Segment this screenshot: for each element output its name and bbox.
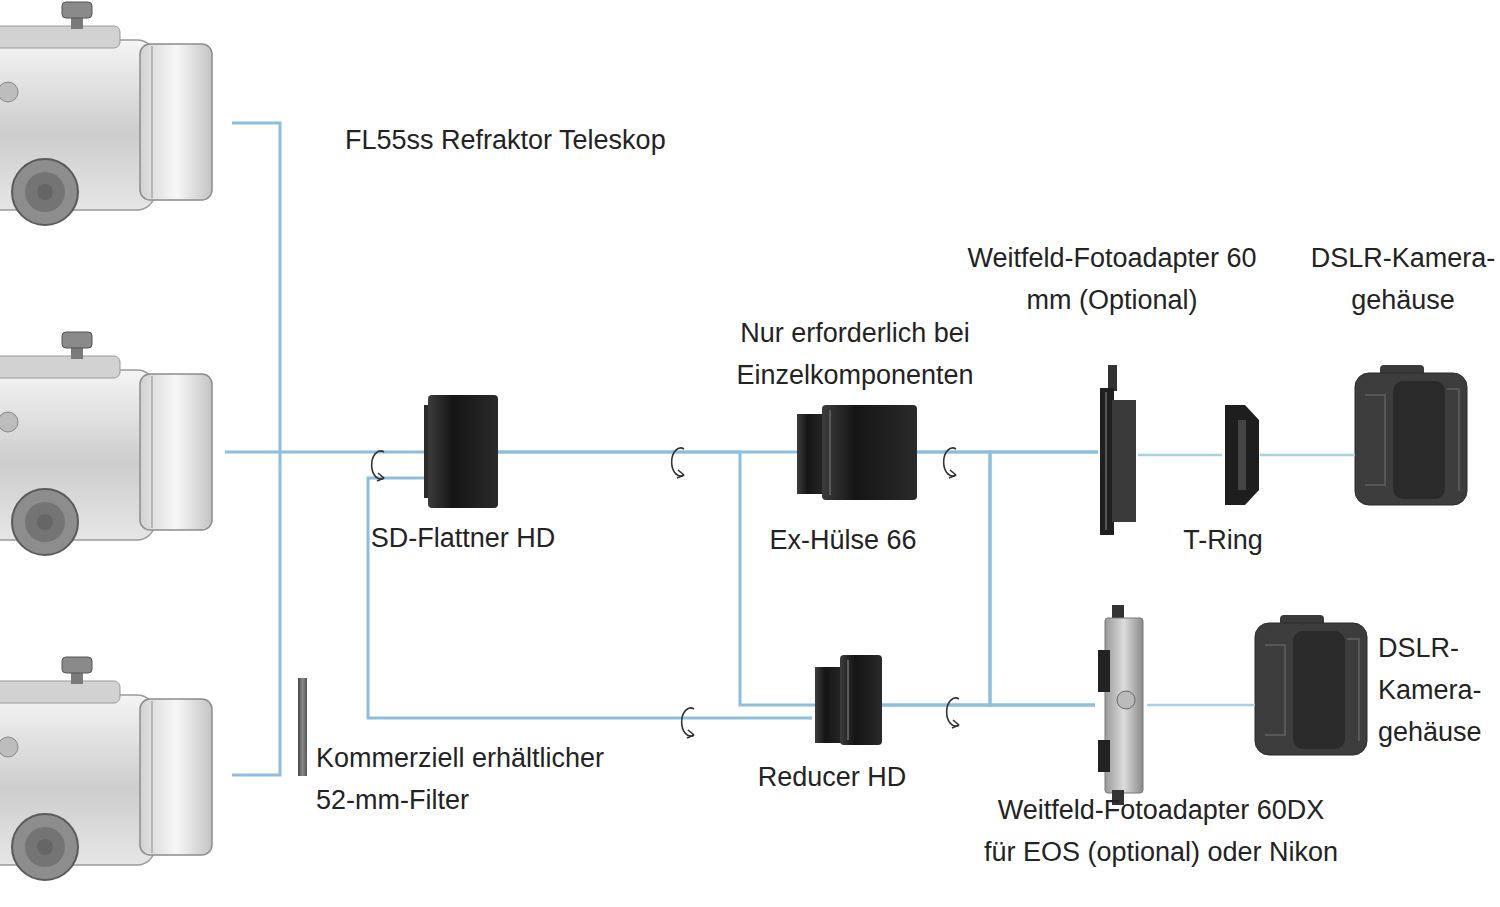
telescope xyxy=(0,657,212,880)
component-label: DSLR-Kamera- gehäuse xyxy=(1298,237,1500,321)
optical-connector xyxy=(882,452,1098,705)
component-node: Weitfeld-Fotoadapter 60DX für EOS (optio… xyxy=(1095,605,1147,805)
reducer-highlight xyxy=(847,660,849,740)
rotation-symbol xyxy=(944,448,956,478)
component-node: Kommerziell erhältlicher 52-mm-Filter xyxy=(298,678,307,776)
component-label: Nur erforderlich bei Einzelkomponenten xyxy=(720,312,990,396)
t-ring-bore xyxy=(1238,420,1246,490)
component-label: Weitfeld-Fotoadapter 60 mm (Optional) xyxy=(962,237,1262,321)
adapter-clamp xyxy=(1098,650,1110,692)
component-label: SD-Flattner HD xyxy=(353,517,573,559)
rotation-symbol xyxy=(947,698,959,728)
component-label: Kommerziell erhältlicher 52-mm-Filter xyxy=(316,737,621,821)
component-node: Reducer HD xyxy=(815,655,882,745)
camera xyxy=(1355,365,1467,505)
rotation-symbol xyxy=(372,451,384,481)
filter xyxy=(298,678,307,776)
component-label: Reducer HD xyxy=(722,756,942,798)
connectors xyxy=(498,452,1355,705)
adapter-plate xyxy=(1100,388,1114,535)
rotation-symbol xyxy=(682,708,694,738)
telescope xyxy=(0,332,212,555)
component-node: Weitfeld-Fotoadapter 60 mm (Optional) xyxy=(1098,365,1138,535)
rotation-symbols xyxy=(372,448,959,738)
adapter-ring xyxy=(1112,400,1136,522)
component-node: DSLR- Kamera- gehäuse xyxy=(1255,615,1367,755)
flattener xyxy=(428,395,498,508)
optical-connector xyxy=(1138,454,1222,457)
optical-connector xyxy=(882,704,1095,707)
component-node: Nur erforderlich bei EinzelkomponentenEx… xyxy=(797,405,917,500)
camera xyxy=(1255,615,1367,755)
reducer xyxy=(840,655,882,745)
adapter-plate xyxy=(1105,618,1143,793)
adapter-knob xyxy=(1108,365,1117,391)
t-ring xyxy=(1225,405,1259,505)
component-node: DSLR-Kamera- gehäuse xyxy=(1355,365,1467,505)
tube-highlight xyxy=(829,410,831,495)
adapter-screw xyxy=(1117,691,1135,709)
optical-path xyxy=(225,451,428,454)
component-label: T-Ring xyxy=(1158,519,1288,561)
optical-connector xyxy=(917,452,1095,705)
optical-path xyxy=(368,478,812,718)
extension-tube xyxy=(822,405,917,500)
component-label: Weitfeld-Fotoadapter 60DX für EOS (optio… xyxy=(980,789,1342,873)
rotation-symbol xyxy=(672,448,684,478)
adapter-highlight xyxy=(1105,392,1107,530)
optical-connector xyxy=(1147,704,1255,707)
optical-connector xyxy=(1260,454,1355,457)
diagram-title: FL55ss Refraktor Teleskop xyxy=(345,119,725,161)
component-node: T-Ring xyxy=(1222,405,1260,505)
telescope xyxy=(0,2,212,225)
adapter-clamp xyxy=(1098,740,1110,772)
component-label: Ex-Hülse 66 xyxy=(743,519,943,561)
component-label: DSLR- Kamera- gehäuse xyxy=(1378,627,1498,753)
optical-connector xyxy=(498,452,815,705)
optical-path xyxy=(232,123,280,775)
component-node: SD-Flattner HD xyxy=(428,395,498,508)
